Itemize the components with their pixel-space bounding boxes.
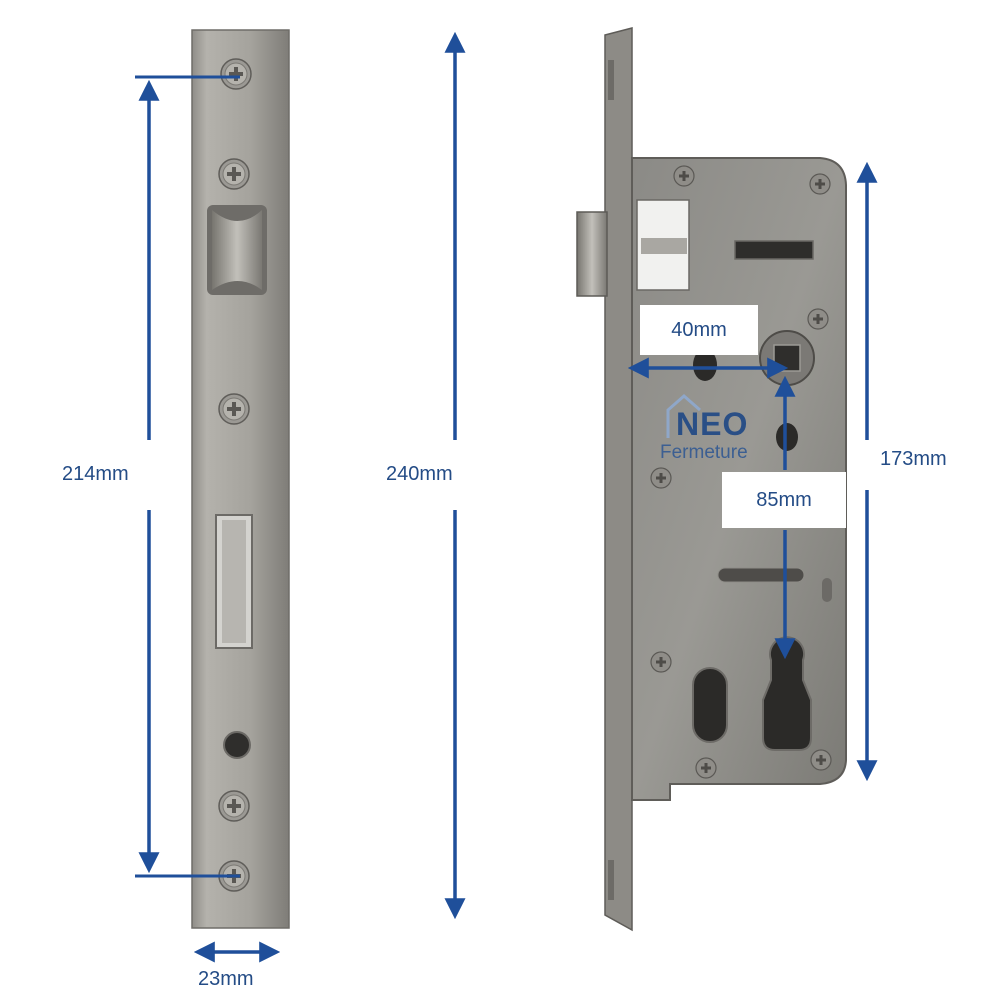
latch-bolt-side [576,199,690,297]
screw-icon [218,790,250,822]
label-40mm: 40mm [640,305,758,355]
screw-icon [807,308,829,330]
screw-icon [695,757,717,779]
latch-bolt [207,205,267,295]
brand-name: NEO [676,406,749,442]
follower [759,330,815,386]
screw-icon [218,158,250,190]
slot [734,240,814,260]
deadbolt-slot [215,514,253,649]
dimension-214 [135,75,240,878]
screw-icon [650,467,672,489]
screw-icon [809,173,831,195]
screw-icon [218,393,250,425]
brand-tagline: Fermeture [660,442,748,463]
label-240mm: 240mm [386,463,453,485]
screw-icon [673,165,695,187]
label-214mm: 214mm [62,463,129,485]
screw-icon [810,749,832,771]
cylinder-hole [223,731,251,759]
case-slot [717,567,805,583]
case-hole [776,423,798,451]
house-icon [666,394,701,438]
case-slot-small [822,578,832,602]
label-23mm: 23mm [198,968,254,990]
cylinder-hole [762,636,812,751]
label-173mm: 173mm [880,448,947,470]
label-85mm: 85mm [722,472,846,528]
screw-icon [220,58,252,90]
screw-icon [650,651,672,673]
cylinder-slot [692,667,728,743]
faceplate [191,29,290,929]
